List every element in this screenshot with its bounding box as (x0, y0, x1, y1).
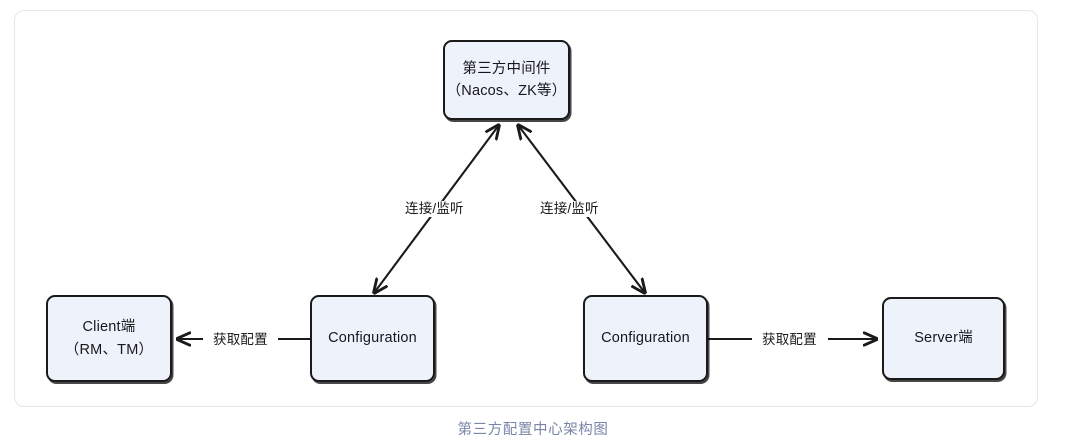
edge-label-connect-right: 连接/监听 (534, 201, 605, 218)
node-configuration-right[interactable]: Configuration (583, 295, 708, 382)
edge-label-fetch-right: 获取配置 (756, 332, 823, 349)
node-configuration-right-label: Configuration (601, 330, 690, 347)
edge-label-connect-left: 连接/监听 (399, 201, 470, 218)
node-client-line2: （RM、TM） (64, 341, 154, 358)
node-configuration-left[interactable]: Configuration (310, 295, 435, 382)
figure-caption: 第三方配置中心架构图 (457, 422, 609, 438)
node-client-line1: Client端 (82, 319, 136, 336)
node-middleware[interactable]: 第三方中间件 （Nacos、ZK等） (443, 40, 570, 120)
node-client[interactable]: Client端 （RM、TM） (46, 295, 172, 382)
node-middleware-line2: （Nacos、ZK等） (446, 83, 567, 99)
node-middleware-line1: 第三方中间件 (462, 60, 551, 77)
edge-label-fetch-left: 获取配置 (207, 332, 274, 349)
node-configuration-left-label: Configuration (328, 330, 417, 347)
node-server[interactable]: Server端 (882, 297, 1005, 380)
node-server-label: Server端 (914, 330, 973, 347)
